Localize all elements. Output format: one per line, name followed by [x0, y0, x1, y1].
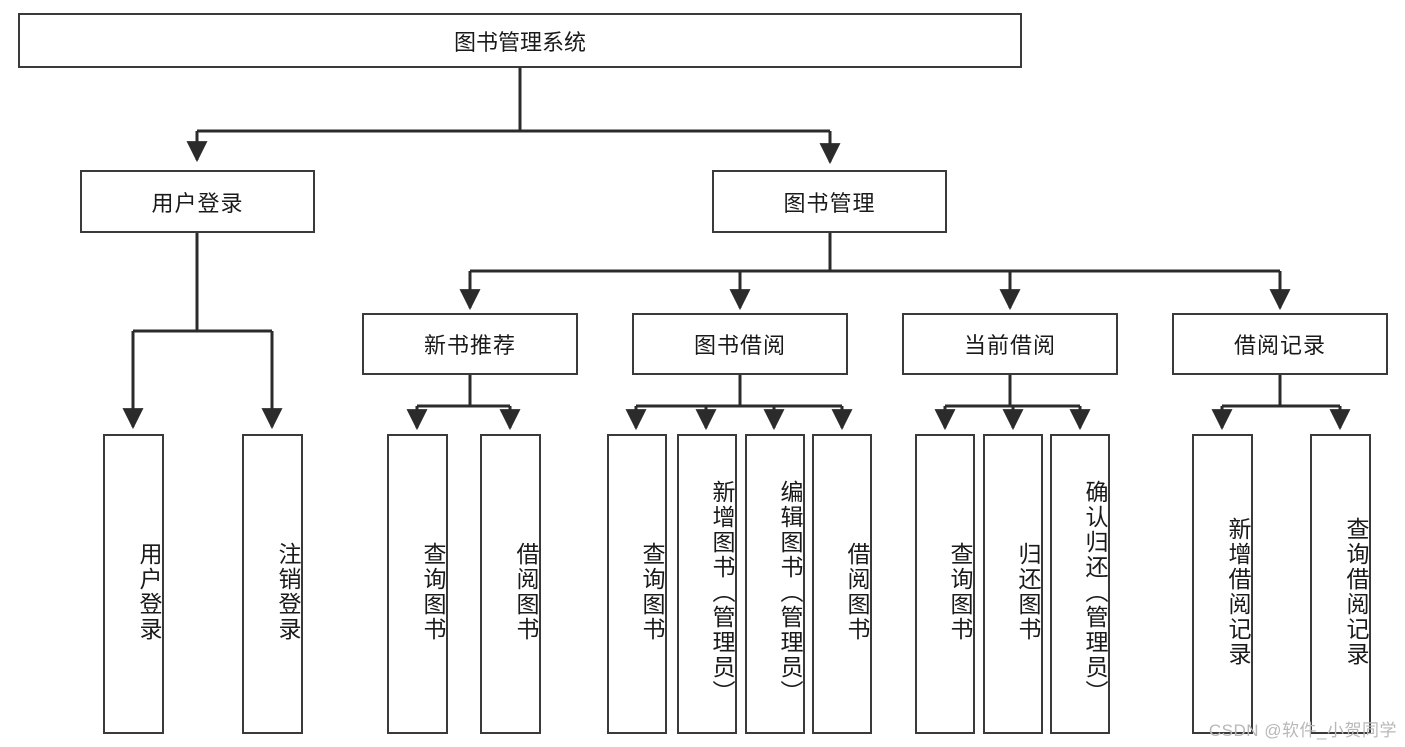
leaf-recommend-borrow-book[interactable]: 借阅图书 [480, 434, 541, 734]
node-label: 图书管理 [783, 190, 876, 216]
node-label: 查询借阅记录 [1343, 517, 1369, 667]
node-label: 用户登录 [151, 190, 244, 216]
node-label: 图书管理系统 [453, 29, 586, 55]
node-label: 编辑图书（管理员） [777, 479, 803, 705]
leaf-borrow-borrow-book[interactable]: 借阅图书 [812, 434, 872, 734]
node-label: 借阅记录 [1233, 333, 1326, 358]
node-label: 借阅图书 [513, 542, 539, 642]
node-label: 新书推荐 [423, 333, 516, 358]
node-label: 查询图书 [639, 542, 665, 642]
node-label: 查询图书 [420, 542, 446, 642]
leaf-current-return-book[interactable]: 归还图书 [983, 434, 1043, 734]
node-label: 新增借阅记录 [1225, 517, 1251, 667]
node-label: 确认归还（管理员） [1082, 479, 1108, 705]
watermark-credit: CSDN @软件_小贺同学 [1208, 721, 1397, 740]
node-new-book-recommend[interactable]: 新书推荐 [362, 313, 578, 375]
node-book-borrow[interactable]: 图书借阅 [632, 313, 848, 375]
node-book-management[interactable]: 图书管理 [712, 170, 947, 233]
node-label: 当前借阅 [963, 333, 1056, 358]
node-label: 用户登录 [136, 542, 162, 642]
leaf-current-confirm-return-admin[interactable]: 确认归还（管理员） [1050, 434, 1110, 734]
leaf-borrow-query-book[interactable]: 查询图书 [607, 434, 667, 734]
leaf-record-add-record[interactable]: 新增借阅记录 [1192, 434, 1253, 734]
node-label: 查询图书 [947, 542, 973, 642]
node-root-system[interactable]: 图书管理系统 [18, 13, 1022, 68]
leaf-recommend-query-book[interactable]: 查询图书 [387, 434, 448, 734]
leaf-record-query-record[interactable]: 查询借阅记录 [1310, 434, 1371, 734]
node-borrow-record[interactable]: 借阅记录 [1172, 313, 1388, 375]
leaf-borrow-add-book-admin[interactable]: 新增图书（管理员） [677, 434, 737, 734]
node-label: 归还图书 [1015, 542, 1041, 642]
node-label: 注销登录 [275, 542, 301, 642]
node-label: 借阅图书 [844, 542, 870, 642]
node-label: 图书借阅 [693, 333, 786, 358]
node-current-borrow[interactable]: 当前借阅 [902, 313, 1118, 375]
leaf-borrow-edit-book-admin[interactable]: 编辑图书（管理员） [745, 434, 805, 734]
node-label: 新增图书（管理员） [709, 479, 735, 705]
leaf-current-query-book[interactable]: 查询图书 [915, 434, 975, 734]
leaf-user-login-logout[interactable]: 注销登录 [242, 434, 303, 734]
leaf-user-login-login[interactable]: 用户登录 [103, 434, 164, 734]
node-user-login[interactable]: 用户登录 [80, 170, 315, 233]
